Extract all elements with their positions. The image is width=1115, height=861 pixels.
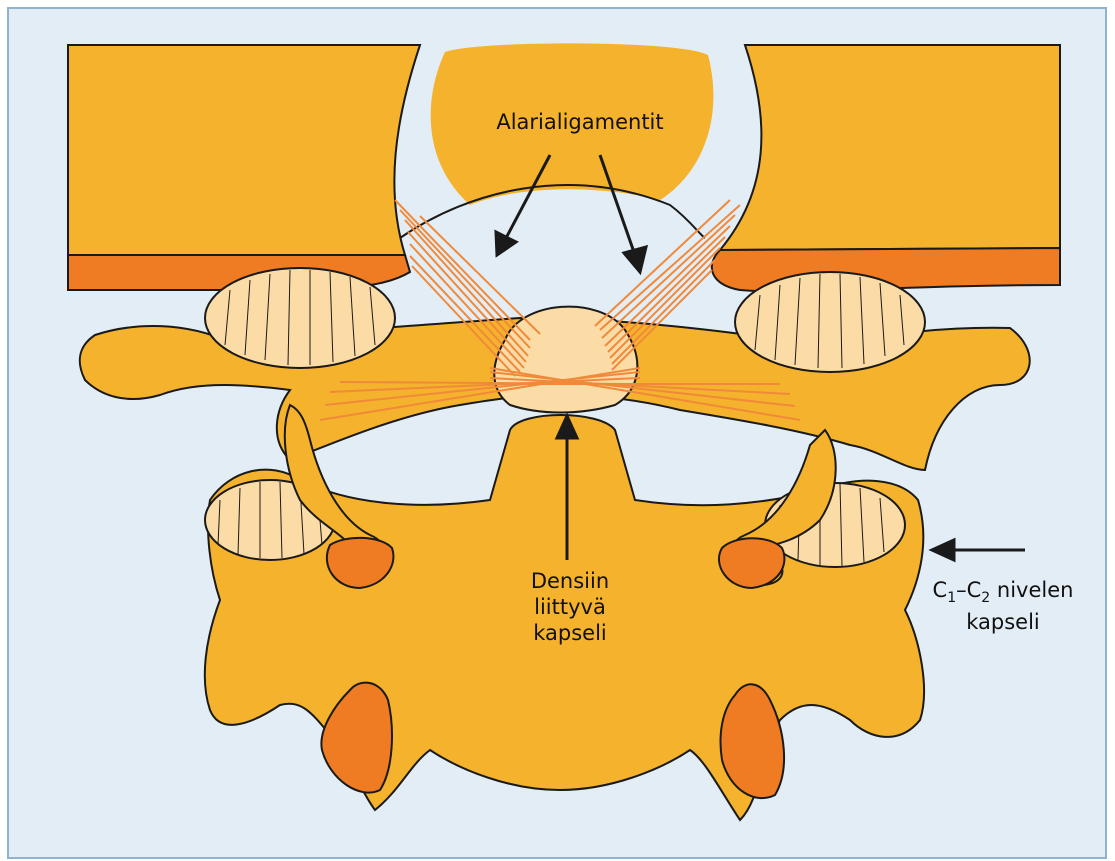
label-caps-line1: C1–C2 nivelen (918, 578, 1088, 610)
caps-rest: nivelen (990, 578, 1073, 602)
caps-sub1: 1 (947, 590, 956, 606)
caps-sub2: 2 (981, 590, 990, 606)
caps-c1: C (933, 578, 948, 602)
caps-dash: –C (956, 578, 981, 602)
label-caps-line2: kapseli (918, 610, 1088, 634)
label-alar-ligaments: Alarialigamentit (430, 110, 730, 134)
label-dens-capsule: Densiin liittyvä kapseli (500, 568, 640, 646)
label-dens-line1: Densiin (500, 568, 640, 594)
lateral-mass-left (205, 268, 395, 368)
label-c1c2-capsule: C1–C2 nivelen kapseli (918, 578, 1088, 634)
label-dens-line3: kapseli (500, 620, 640, 646)
occipital-left (68, 45, 420, 255)
lateral-mass-right (735, 272, 925, 372)
label-dens-line2: liittyvä (500, 594, 640, 620)
occipital-right (720, 45, 1060, 250)
